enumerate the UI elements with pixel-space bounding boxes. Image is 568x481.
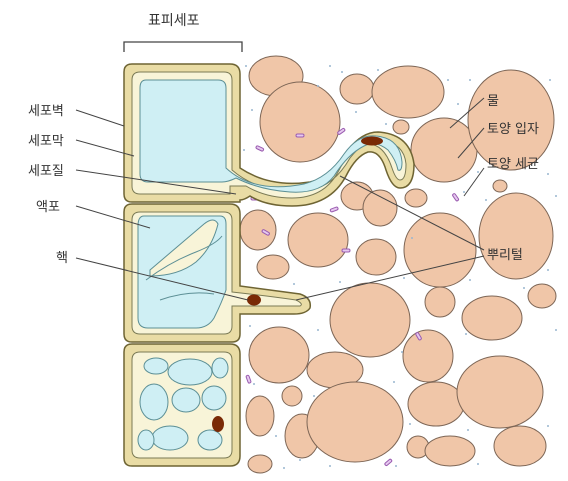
label-vacuole: 액포 <box>36 196 60 215</box>
small-vacuole <box>198 430 222 450</box>
soil-particle <box>340 74 374 104</box>
small-vacuole <box>152 426 188 450</box>
soil-particle <box>393 120 409 134</box>
label-root-hair: 뿌리털 <box>487 244 523 263</box>
soil-bacterium <box>330 207 339 213</box>
soil-particle <box>260 82 340 162</box>
soil-bacterium <box>246 375 252 384</box>
soil-particle <box>282 386 302 406</box>
small-vacuole <box>138 430 154 450</box>
soil-particle <box>411 118 477 182</box>
soil-particle <box>425 436 475 466</box>
soil-particle <box>404 213 476 287</box>
soil-bacterium <box>452 193 459 201</box>
soil-particle <box>240 210 276 250</box>
soil-particle <box>307 382 403 462</box>
soil-particle <box>356 239 396 275</box>
small-vacuole <box>144 358 168 374</box>
title-label: 표피세포 <box>148 10 200 30</box>
label-soil-bacteria: 토양 세균 <box>487 153 539 172</box>
small-vacuole <box>212 358 228 378</box>
soil-particle <box>249 327 309 383</box>
soil-particle <box>494 426 546 466</box>
nucleus-bottom <box>212 416 224 432</box>
soil-particle <box>462 296 522 340</box>
soil-bacterium <box>384 459 392 466</box>
soil-particle <box>408 382 464 426</box>
small-vacuole <box>168 359 212 385</box>
nucleus-middle <box>247 295 261 306</box>
soil-bacterium <box>256 145 265 151</box>
soil-particle <box>405 189 427 207</box>
small-vacuole <box>172 388 200 412</box>
soil-particle <box>257 255 289 279</box>
epidermal-bracket <box>124 42 242 52</box>
soil-particle <box>288 213 348 267</box>
soil-particle <box>479 193 553 279</box>
label-cytoplasm: 세포질 <box>28 160 64 179</box>
label-nucleus: 핵 <box>56 247 68 266</box>
soil-particle <box>493 180 507 192</box>
leader-cell-wall <box>76 110 124 126</box>
soil-particle <box>248 455 272 473</box>
soil-particle <box>330 283 410 357</box>
label-cell-wall: 세포벽 <box>28 100 64 119</box>
soil-bacterium <box>296 134 304 137</box>
soil-particle <box>457 356 543 428</box>
label-soil-particle: 토양 입자 <box>487 118 539 137</box>
soil-particle <box>403 330 453 382</box>
label-cell-membrane: 세포막 <box>28 130 64 149</box>
vacuoles-bottom <box>138 358 228 450</box>
soil-particle <box>425 287 455 317</box>
label-water: 물 <box>487 90 499 109</box>
small-vacuole <box>140 384 168 420</box>
soil-particle <box>372 66 444 118</box>
soil-particle <box>528 284 556 308</box>
soil-bacterium <box>342 249 350 252</box>
soil-particle <box>246 396 274 436</box>
small-vacuole <box>202 386 226 410</box>
soil-particle <box>363 190 397 226</box>
nucleus-roothair <box>361 137 383 146</box>
